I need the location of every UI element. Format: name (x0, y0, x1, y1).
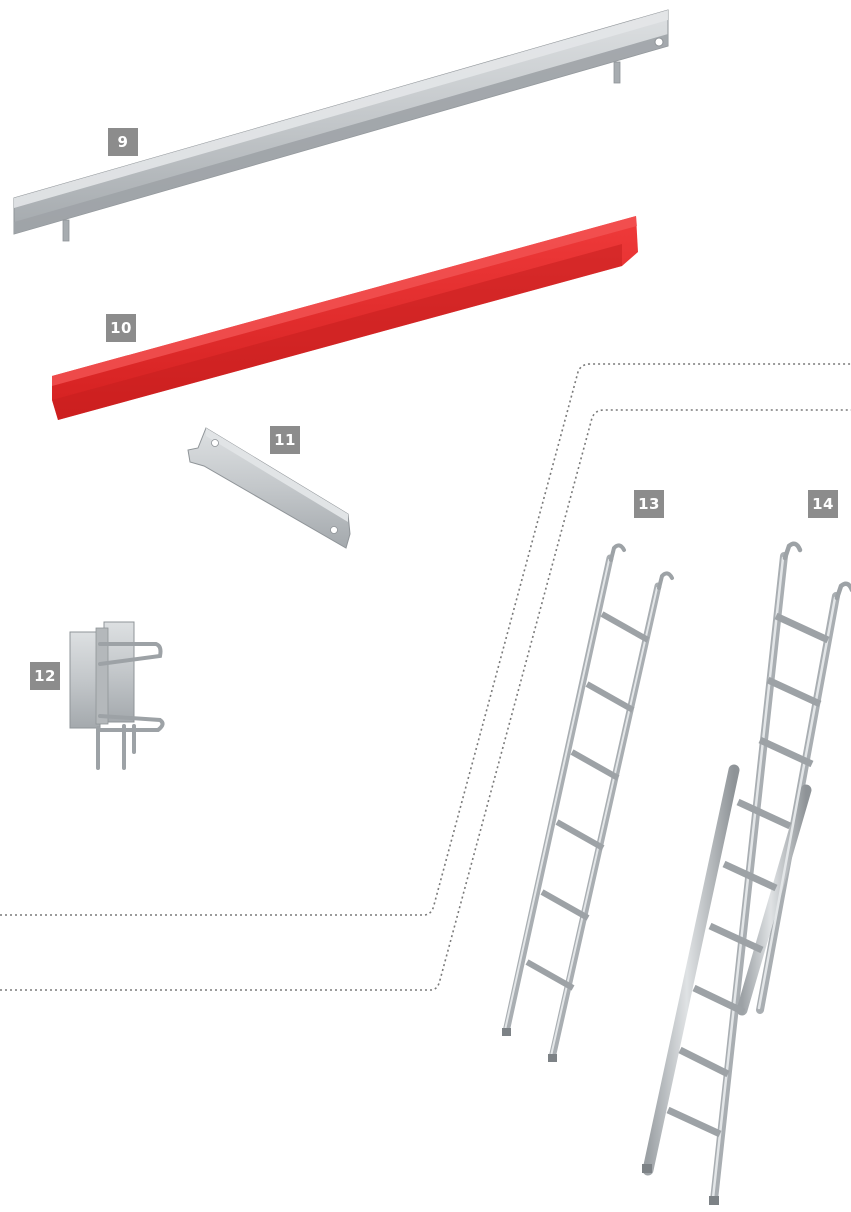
guard-rail-icon (14, 10, 668, 241)
toe-board-icon (52, 216, 638, 420)
badge-component-14: 14 (808, 490, 838, 518)
bracket-clamp-icon (70, 622, 163, 768)
badge-component-11: 11 (270, 426, 300, 454)
badge-component-9: 9 (108, 128, 138, 156)
extension-ladder-icon (642, 544, 851, 1205)
coupler-plate-icon (188, 428, 350, 548)
badge-component-13: 13 (634, 490, 664, 518)
badge-component-10: 10 (106, 314, 136, 342)
single-ladder-icon (502, 545, 672, 1062)
badge-component-12: 12 (30, 662, 60, 690)
